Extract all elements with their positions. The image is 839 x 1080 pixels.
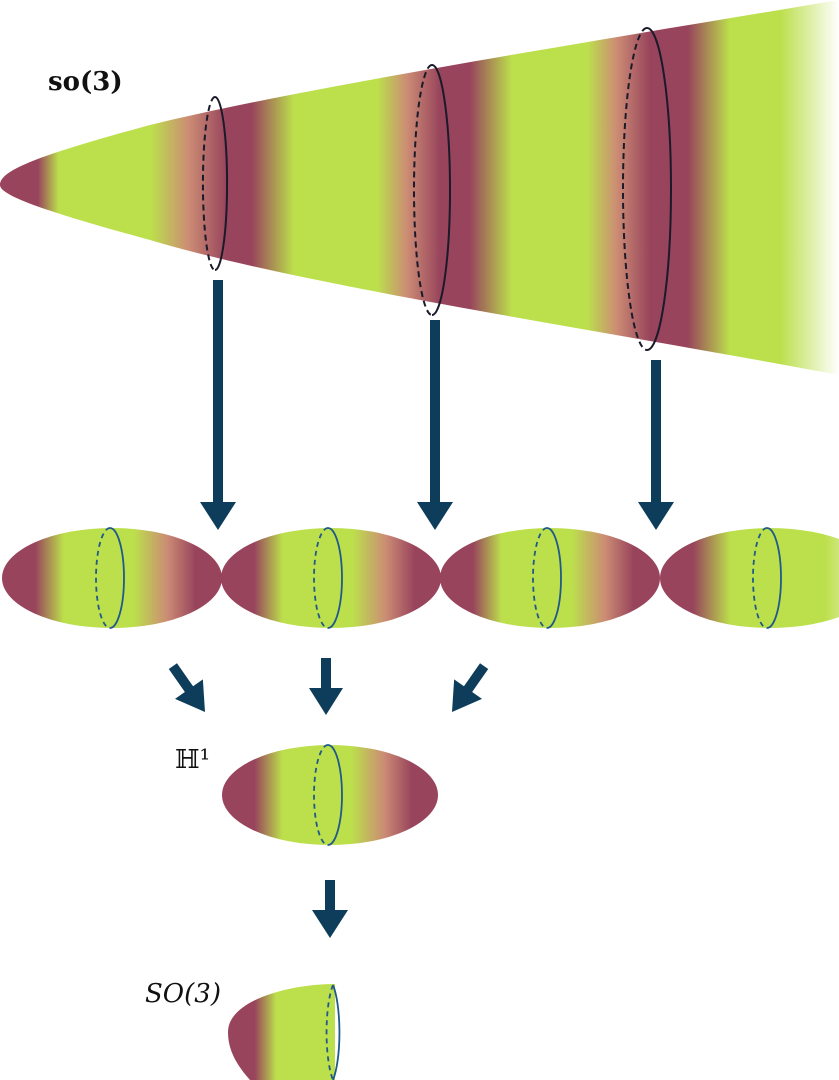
rotation-group-label: SO(3) [145, 979, 221, 1009]
arrow-down-icon [417, 320, 453, 530]
quaternion-cover-row [2, 527, 839, 629]
cone-circle-2 [431, 64, 451, 316]
arrow-down-icon [200, 280, 236, 530]
lie-algebra-label: so(3) [48, 67, 123, 97]
arrow-down-icon [638, 360, 674, 530]
arrow-down-icon [312, 880, 348, 938]
arrow-down-icon [309, 658, 343, 715]
quaternions-label: ℍ¹ [175, 745, 210, 775]
arrow-diagonal-icon [168, 663, 205, 712]
quotient-arrows [168, 658, 489, 715]
cone-circle-1 [214, 96, 229, 271]
arrow-diagonal-icon [452, 663, 489, 712]
cone-circle-3 [646, 27, 672, 351]
rotation-group-cap [228, 984, 341, 1080]
exp-arrows [200, 280, 674, 530]
unit-quaternions-ellipse [222, 744, 438, 846]
lie-algebra-cone [0, 0, 839, 375]
